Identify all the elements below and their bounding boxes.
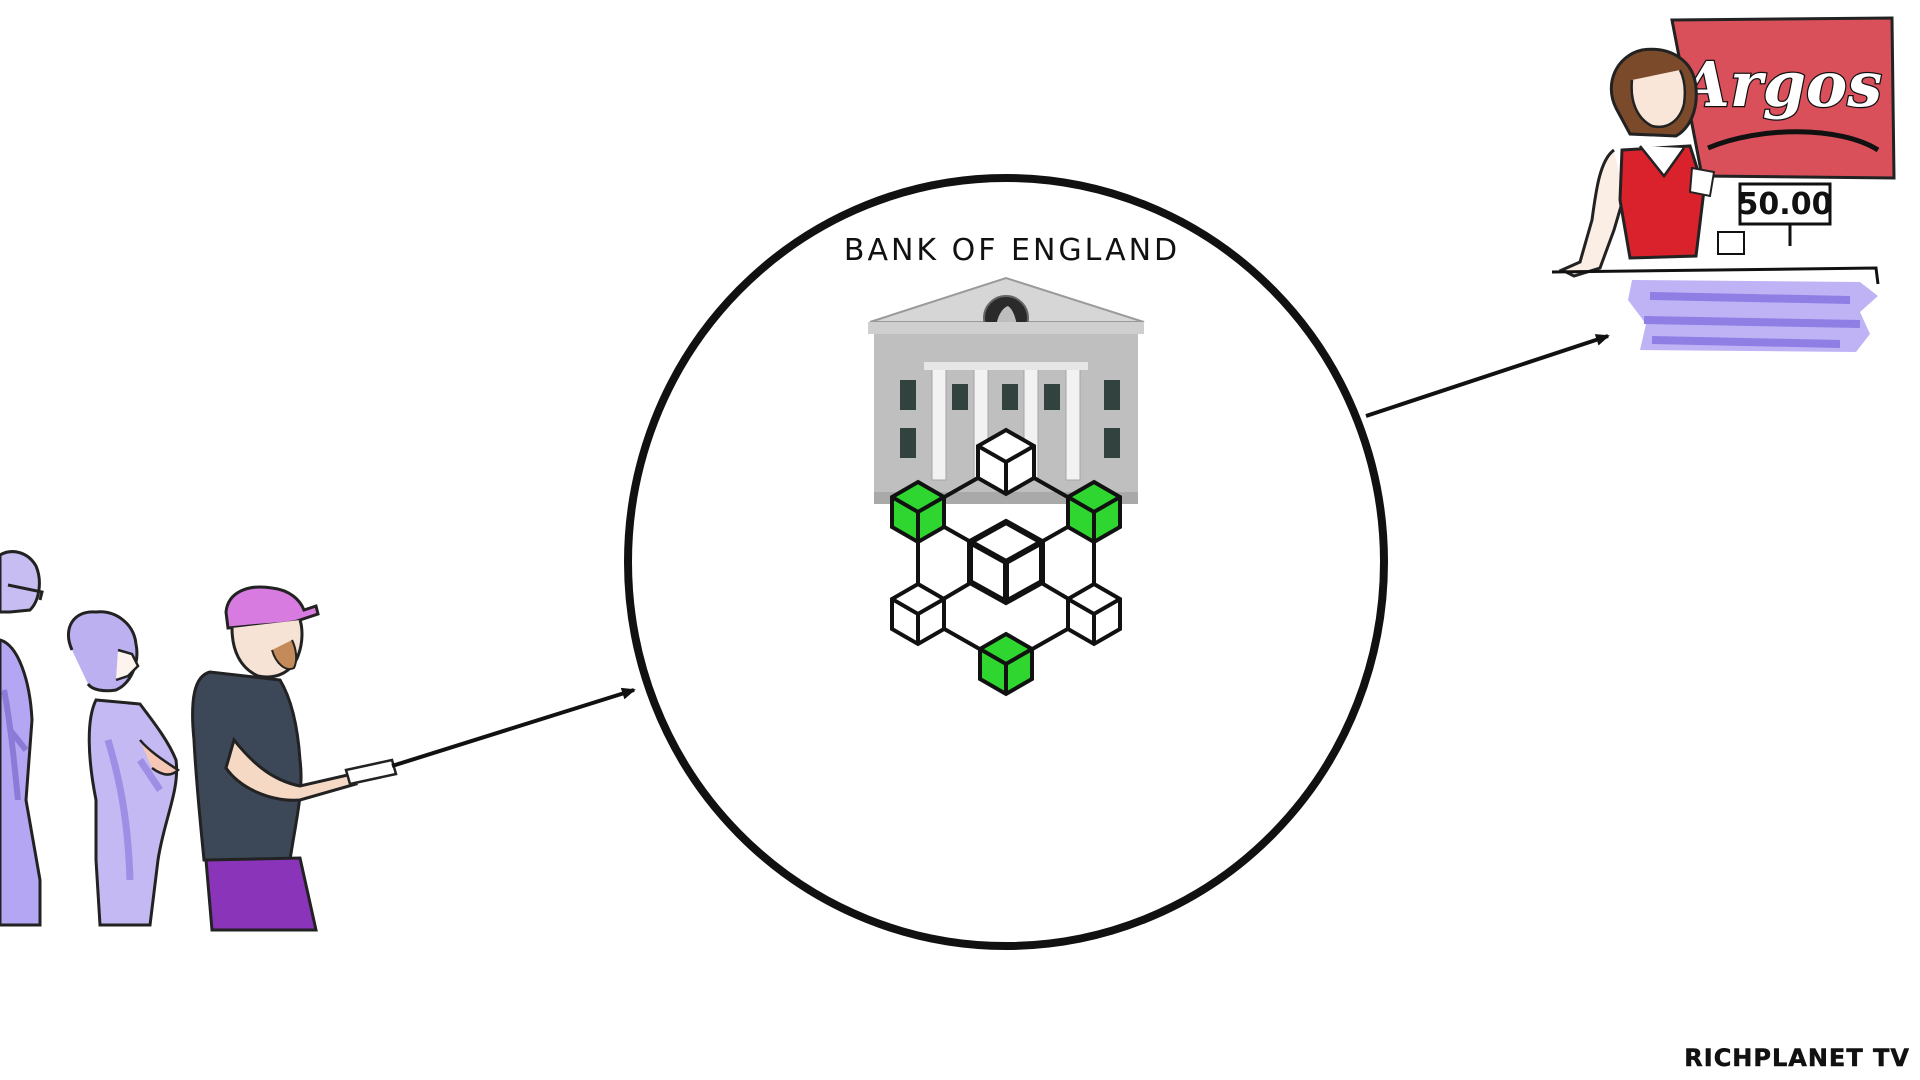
price-tag-text: 50.00 bbox=[1738, 187, 1833, 222]
channel-watermark: RICHPLANET TV bbox=[1684, 1044, 1910, 1073]
queue-person-3 bbox=[191, 585, 398, 932]
queue-person-2 bbox=[66, 610, 180, 927]
shop-counter bbox=[1551, 266, 1880, 285]
network-node-upper-right bbox=[1066, 479, 1122, 545]
blockchain-network-icon bbox=[890, 427, 1122, 697]
argos-sign-text: Argos bbox=[1677, 48, 1882, 121]
network-node-center bbox=[967, 518, 1045, 606]
bank-title: BANK OF ENGLAND bbox=[844, 233, 1180, 268]
network-node-lower-left bbox=[890, 581, 946, 647]
network-node-lower-right bbox=[1066, 581, 1122, 647]
shop-illustration: Argos 50.00 bbox=[1551, 16, 1896, 352]
network-node-bottom bbox=[978, 631, 1034, 697]
price-tag: 50.00 bbox=[1738, 182, 1833, 246]
arrow-customer-to-bank bbox=[391, 687, 636, 768]
argos-sign-board bbox=[1670, 16, 1896, 180]
network-node-upper-left bbox=[890, 479, 946, 545]
queue-person-1 bbox=[0, 550, 44, 927]
arrow-bank-to-shop bbox=[1365, 334, 1610, 418]
central-bank-circle bbox=[624, 174, 1388, 950]
customer-queue-illustration bbox=[0, 550, 398, 932]
network-node-top bbox=[976, 427, 1036, 497]
